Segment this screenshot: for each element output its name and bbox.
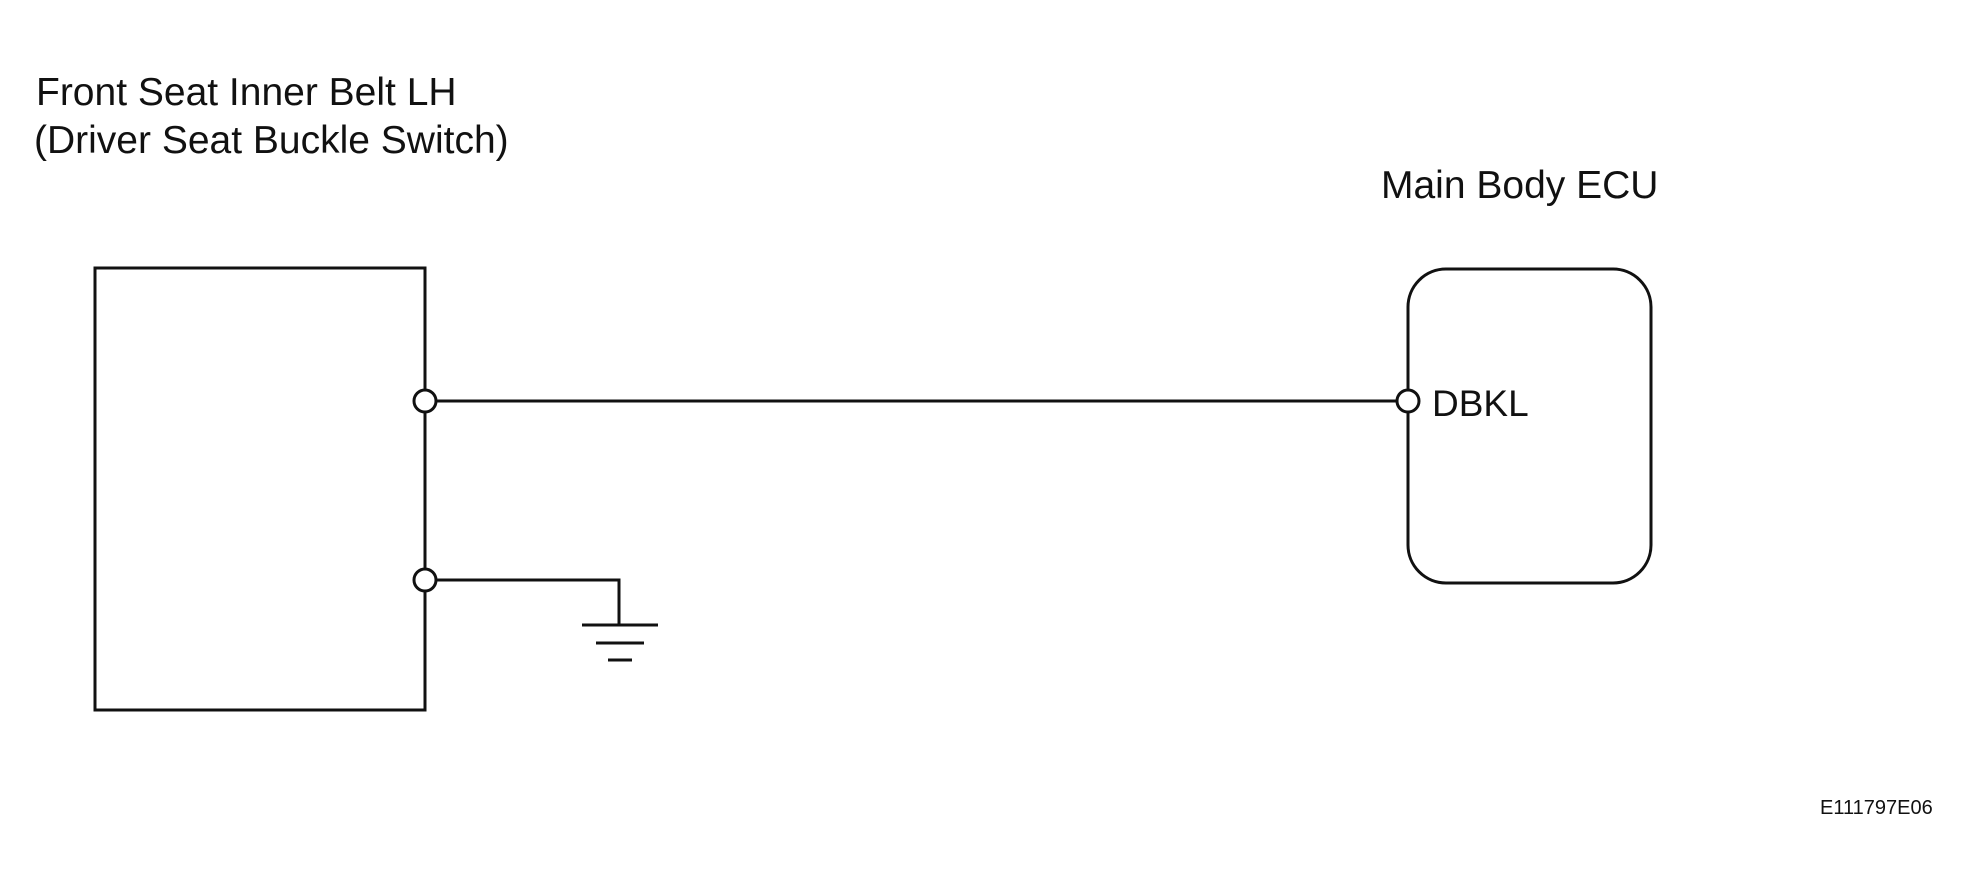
switch-ground-terminal bbox=[412, 567, 438, 593]
main-body-ecu-box bbox=[1406, 267, 1653, 585]
ground-symbol-icon bbox=[582, 623, 658, 662]
switch-signal-terminal bbox=[412, 388, 438, 414]
ecu-dbkl-terminal bbox=[1395, 388, 1421, 414]
dbkl-pin-label: DBKL bbox=[1432, 383, 1529, 424]
ground-wire bbox=[435, 578, 621, 625]
switch-title-line1: Front Seat Inner Belt LH bbox=[36, 71, 457, 114]
buckle-switch-box bbox=[93, 266, 427, 712]
ecu-title: Main Body ECU bbox=[1381, 164, 1659, 207]
figure-code: E111797E06 bbox=[1820, 797, 1933, 819]
switch-title-line2: (Driver Seat Buckle Switch) bbox=[34, 119, 509, 162]
